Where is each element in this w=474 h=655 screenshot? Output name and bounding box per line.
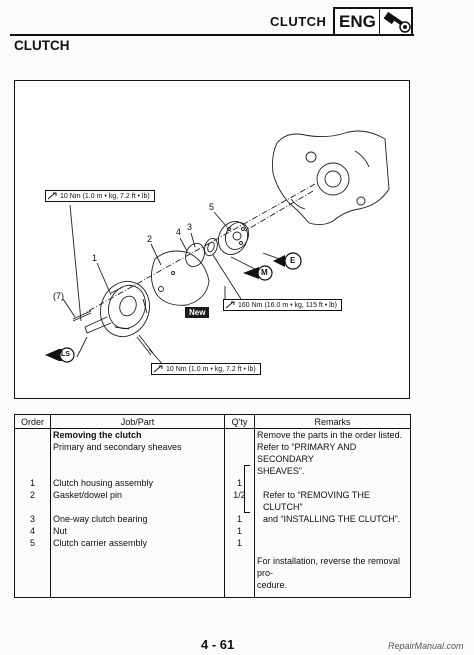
watermark: RepairManual.com (388, 641, 464, 651)
parts-table: Order Job/Part Q'ty Remarks Removing the… (14, 414, 411, 598)
row-job: Clutch carrier assembly (50, 537, 225, 549)
callout-5: 5 (209, 202, 215, 212)
table-row: For installation, reverse the removal pr… (14, 555, 411, 579)
table-row (14, 549, 411, 555)
col-job-part: Job/Part (50, 414, 225, 429)
row-remarks: cedure. (254, 579, 411, 598)
row-job: One-way clutch bearing (50, 513, 225, 525)
torque-wrench-icon (225, 301, 235, 309)
table-header-row: Order Job/Part Q'ty Remarks (14, 414, 411, 429)
row-remarks: Refer to “REMOVING THE CLUTCH” (254, 489, 411, 513)
callout-4: 4 (176, 227, 182, 237)
row-job: Removing the clutch (50, 428, 225, 441)
moly-grease-symbol (243, 265, 273, 281)
row-job: Gasket/dowel pin (50, 489, 225, 513)
row-order: 3 (14, 513, 51, 525)
row-order (14, 579, 51, 598)
table-row: cedure. (14, 579, 411, 598)
row-qty (224, 579, 255, 598)
row-order (14, 555, 51, 579)
row-remarks (254, 525, 411, 537)
row-remarks: Refer to “PRIMARY AND SECONDARY (254, 441, 411, 465)
row-qty (224, 428, 255, 441)
header-rule (10, 34, 414, 36)
torque-label-nut: 160 Nm (16.0 m • kg, 115 ft • lb) (223, 299, 342, 311)
row-qty (224, 555, 255, 579)
row-job: Primary and secondary sheaves (50, 441, 225, 465)
row-remarks: SHEAVES”. (254, 465, 411, 477)
exploded-diagram: E M LS 10 Nm (1.0 m • kg, 7.2 ft • lb) 1… (14, 80, 410, 399)
page-header-title: CLUTCH (270, 14, 327, 29)
torque-label-upper: 10 Nm (1.0 m • kg, 7.2 ft • lb) (45, 190, 155, 202)
row-job (50, 465, 225, 477)
row-order: 2 (14, 489, 51, 513)
table-row: 4 Nut 1 (14, 525, 411, 537)
callout-3: 3 (187, 222, 193, 232)
row-job (50, 579, 225, 598)
row-qty (224, 441, 255, 465)
table-row: 2 Gasket/dowel pin 1/2 Refer to “REMOVIN… (14, 489, 411, 513)
eng-badge-text: ENG (339, 12, 376, 31)
row-remarks: Remove the parts in the order listed. (254, 428, 411, 441)
moly-grease-label: M (261, 268, 268, 277)
col-remarks: Remarks (254, 414, 411, 429)
engine-oil-symbol (273, 252, 302, 270)
page-number: 4 - 61 (201, 637, 235, 652)
table-row: 5 Clutch carrier assembly 1 (14, 537, 411, 549)
one-way-clutch-bearing (185, 242, 205, 268)
remarks-bracket (244, 465, 250, 513)
lithium-grease-label: LS (61, 351, 70, 358)
table-row: Removing the clutch Remove the parts in … (14, 428, 411, 441)
table-row: 1 Clutch housing assembly 1 (14, 477, 411, 489)
row-order (14, 465, 51, 477)
lithium-soap-grease-symbol (45, 347, 75, 363)
callout-7: (7) (53, 291, 64, 301)
row-order: 1 (14, 477, 51, 489)
torque-wrench-icon (47, 192, 57, 200)
row-job: Clutch housing assembly (50, 477, 225, 489)
engine-oil-label: E (290, 256, 296, 265)
engine-case (272, 130, 390, 226)
torque-label-lower: 10 Nm (1.0 m • kg, 7.2 ft • lb) (151, 363, 261, 375)
section-title: CLUTCH (14, 38, 70, 53)
torque-text-nut: 160 Nm (16.0 m • kg, 115 ft • lb) (238, 302, 337, 309)
engine-icon (383, 11, 411, 33)
gasket-part (151, 250, 210, 306)
row-qty: 1/2 (224, 489, 255, 513)
torque-wrench-icon (153, 365, 163, 373)
row-order (14, 428, 51, 441)
row-job: Nut (50, 525, 225, 537)
table-row: 3 One-way clutch bearing 1 and “INSTALLI… (14, 513, 411, 525)
torque-text-upper: 10 Nm (1.0 m • kg, 7.2 ft • lb) (60, 193, 150, 200)
row-remarks: For installation, reverse the removal pr… (254, 555, 411, 579)
callout-1: 1 (92, 253, 98, 263)
new-part-tag: New (185, 307, 210, 318)
row-qty: 1 (224, 537, 255, 549)
badge-divider (379, 9, 380, 34)
row-qty: 1 (224, 513, 255, 525)
row-qty: 1 (224, 525, 255, 537)
nut-part (204, 237, 218, 257)
eng-badge: ENG (333, 7, 413, 36)
callout-2: 2 (147, 234, 153, 244)
table-row: SHEAVES”. (14, 465, 411, 477)
row-qty (224, 465, 255, 477)
row-remarks (254, 477, 411, 489)
row-order (14, 441, 51, 465)
clutch-housing-assembly (100, 280, 150, 338)
row-qty: 1 (224, 477, 255, 489)
shaft-centerline (84, 183, 316, 314)
row-job (50, 555, 225, 579)
torque-text-lower: 10 Nm (1.0 m • kg, 7.2 ft • lb) (166, 366, 256, 373)
row-remarks: and “INSTALLING THE CLUTCH”. (254, 513, 411, 525)
col-qty: Q'ty (224, 414, 255, 429)
table-row: Primary and secondary sheaves Refer to “… (14, 441, 411, 465)
row-order: 4 (14, 525, 51, 537)
clutch-exploded-drawing (45, 130, 390, 368)
col-order: Order (14, 414, 51, 429)
row-remarks (254, 549, 411, 555)
row-remarks (254, 537, 411, 549)
row-order: 5 (14, 537, 51, 549)
